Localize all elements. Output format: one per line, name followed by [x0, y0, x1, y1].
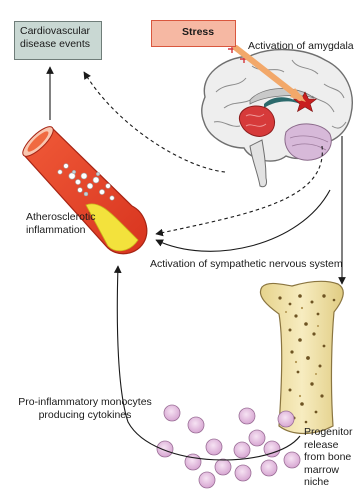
- cardiovascular-events-label: Cardiovascular disease events: [20, 25, 90, 50]
- cardiovascular-events-box: Cardiovascular disease events: [14, 21, 102, 60]
- bone-illustration: [260, 281, 343, 433]
- amygdala-label: Activation of amygdala: [248, 40, 360, 53]
- stress-box: Stress: [151, 20, 236, 47]
- brain-illustration: [202, 50, 353, 187]
- arrow-brain-dashed-to-vessel: [156, 146, 322, 234]
- monocytes-label: Pro-inflammatory monocytes producing cyt…: [10, 396, 160, 422]
- stress-label: Stress: [182, 26, 214, 38]
- atherosclerotic-label: Atherosclerotic inflammation: [26, 211, 120, 237]
- monocyte-cells: [157, 405, 300, 488]
- arrow-sympathetic-to-vessel: [156, 190, 330, 251]
- progenitor-label: Progenitor release from bone marrow nich…: [304, 426, 360, 489]
- sympathetic-label: Activation of sympathetic nervous system: [150, 258, 358, 271]
